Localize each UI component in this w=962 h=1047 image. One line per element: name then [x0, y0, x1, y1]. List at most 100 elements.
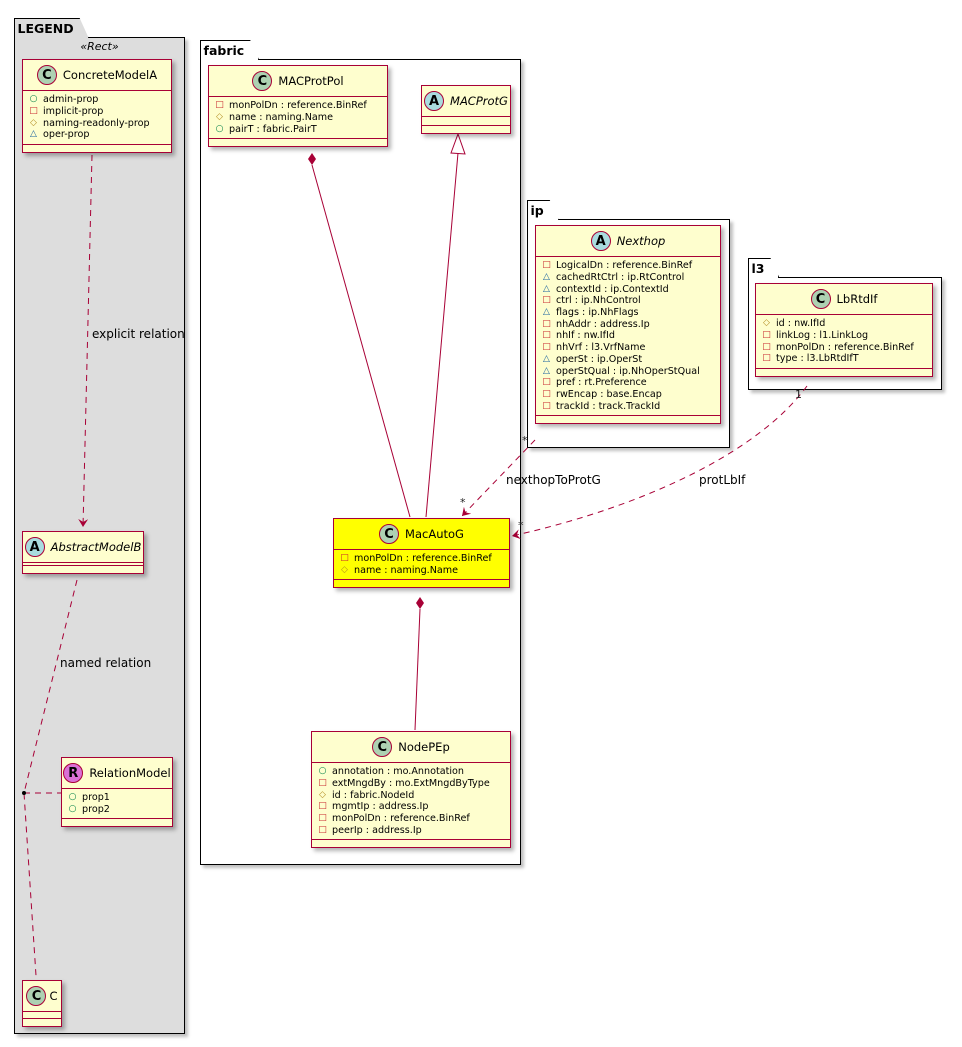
attribute-text: contextId : ip.ContextId — [556, 283, 669, 295]
prot-lb-if-label: protLbIf — [699, 473, 746, 487]
explicit-relation-line — [78, 154, 93, 528]
attribute-text: rwEncap : base.Encap — [556, 388, 662, 400]
private-visibility-icon: □ — [318, 813, 327, 824]
protected-visibility-icon: ◇ — [216, 112, 223, 123]
package-visibility-icon: △ — [543, 365, 550, 376]
private-visibility-icon: □ — [542, 330, 551, 341]
attribute-text: pref : rt.Preference — [556, 377, 647, 389]
private-visibility-icon: □ — [318, 778, 327, 789]
attribute: □ nhIf : nw.IfId — [542, 330, 714, 342]
nexthop-target-multiplicity: * — [460, 496, 466, 509]
protected-visibility-icon: ◇ — [319, 789, 326, 800]
attribute: □ monPolDn : reference.BinRef — [340, 553, 503, 565]
attribute: □peerIp : address.Ip — [318, 824, 504, 836]
attribute-text: operStQual : ip.NhOperStQual — [556, 365, 700, 377]
attribute: □monPolDn : reference.BinRef — [215, 100, 381, 112]
class-name: MACProtG — [450, 94, 508, 108]
package-visibility-icon: △ — [543, 353, 550, 364]
attribute-text: name : naming.Name — [354, 565, 459, 577]
explicit-relation-label: explicit relation — [92, 327, 185, 341]
public-visibility-icon: ○ — [68, 804, 77, 815]
private-visibility-icon: □ — [340, 553, 349, 564]
attribute: □trackId : track.TrackId — [542, 400, 714, 412]
named-relation-label: named relation — [60, 656, 152, 670]
methods-compartment — [334, 580, 509, 587]
class-spot-icon: C — [810, 289, 831, 309]
attributes-compartment — [23, 1012, 61, 1019]
composition-diamond-icon — [416, 597, 424, 609]
class-name: MacAutoG — [405, 527, 464, 541]
class-name: NodePEp — [398, 740, 450, 754]
private-visibility-icon: □ — [762, 330, 771, 341]
attribute: ○prop1 — [68, 792, 166, 804]
private-visibility-icon: □ — [542, 400, 551, 411]
private-visibility-icon: □ — [542, 295, 551, 306]
attribute: ◇id : nw.IfId — [762, 318, 926, 330]
package-visibility-icon: △ — [543, 283, 550, 294]
attribute-text: extMngdBy : mo.ExtMngdByType — [332, 778, 490, 790]
attribute-text: admin-prop — [43, 94, 99, 106]
attribute-text: annotation : mo.Annotation — [332, 766, 464, 778]
composition-macprotpol-line — [311, 164, 411, 518]
attribute-text: nhIf : nw.IfId — [556, 330, 615, 342]
attribute-text: implicit-prop — [43, 106, 104, 118]
attribute-text: monPolDn : reference.BinRef — [354, 553, 492, 565]
protlbif-source-multiplicity: 1 — [795, 388, 802, 401]
class-spot-icon: C — [379, 524, 400, 544]
methods-compartment — [312, 840, 510, 847]
attribute-text: monPolDn : reference.BinRef — [332, 813, 470, 825]
attributes-compartment — [23, 563, 143, 566]
methods-compartment — [23, 566, 143, 573]
attribute-text: id : nw.IfId — [776, 318, 826, 330]
package-l3-tab: l3 — [748, 258, 780, 278]
attribute: △ contextId : ip.ContextId — [542, 283, 714, 295]
generalization-line — [425, 152, 459, 518]
package-ip-tab: ip — [527, 200, 559, 220]
attribute: □rwEncap : base.Encap — [542, 389, 714, 401]
methods-compartment — [23, 145, 171, 152]
attribute-text: operSt : ip.OperSt — [556, 353, 643, 365]
attribute: □ nhAddr : address.Ip — [542, 318, 714, 330]
methods-compartment — [209, 139, 387, 146]
attribute: △ operStQual : ip.NhOperStQual — [542, 365, 714, 377]
public-visibility-icon: ○ — [215, 123, 224, 134]
protected-visibility-icon: ◇ — [341, 565, 348, 576]
package-legend-tab: LEGEND — [14, 18, 89, 38]
attribute-text: id : fabric.NodeId — [332, 789, 415, 801]
nexthop-to-protg-label: nexthopToProtG — [506, 473, 601, 487]
class-spot-icon: C — [252, 71, 273, 91]
attribute-text: naming-readonly-prop — [43, 117, 150, 129]
attribute: □implicit-prop — [29, 106, 165, 118]
attribute-text: nhVrf : l3.VrfName — [556, 342, 646, 354]
private-visibility-icon: □ — [542, 318, 551, 329]
attribute-text: ctrl : ip.NhControl — [556, 295, 641, 307]
attribute: □mgmtIp : address.Ip — [318, 801, 504, 813]
class-spot-icon: A — [590, 231, 611, 251]
package-visibility-icon: △ — [543, 307, 550, 318]
attribute: ◇ id : fabric.NodeId — [318, 789, 504, 801]
attribute-text: oper-prop — [43, 129, 90, 141]
class-name: C — [49, 989, 58, 1003]
attribute-text: nhAddr : address.Ip — [556, 318, 650, 330]
class-name: RelationModel — [89, 766, 171, 780]
attribute-text: name : naming.Name — [229, 112, 334, 124]
private-visibility-icon: □ — [542, 377, 551, 388]
methods-compartment — [62, 819, 172, 826]
class-mac-auto-g[interactable]: C MacAutoG □ monPolDn : reference.BinRef ◇… — [333, 518, 510, 589]
attribute-text: peerIp : address.Ip — [332, 824, 422, 836]
relation-junction-dot — [22, 791, 26, 795]
attribute-text: flags : ip.NhFlags — [556, 307, 639, 319]
methods-compartment — [23, 1019, 61, 1026]
attribute: △ operSt : ip.OperSt — [542, 354, 714, 366]
attribute: □ pref : rt.Preference — [542, 377, 714, 389]
